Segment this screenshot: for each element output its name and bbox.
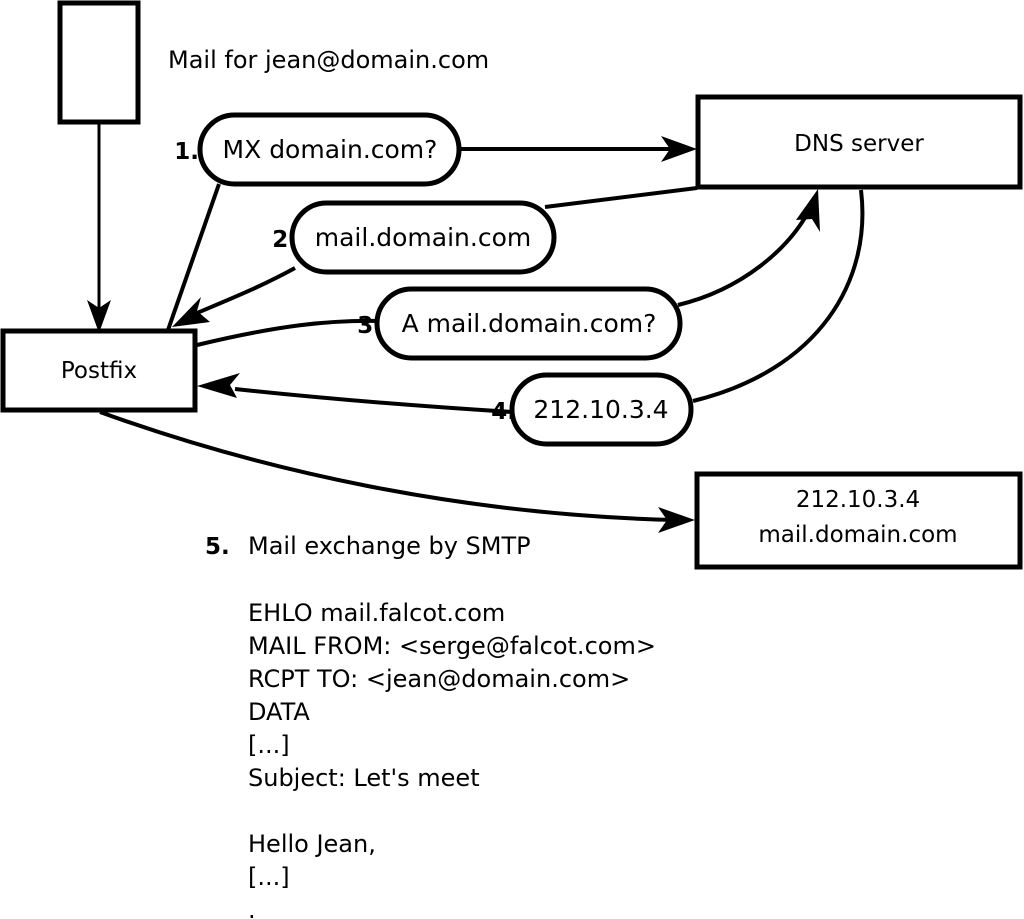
node-target-server-box [694, 471, 1023, 570]
step-1-bubble [197, 112, 462, 187]
smtp-line-8: [...] [248, 863, 290, 891]
node-postfix: Postfix [0, 328, 198, 413]
step-4-label: 212.10.3.4 [533, 395, 668, 424]
edge-step1-to-dns [460, 136, 697, 162]
step-1-label: MX domain.com? [223, 135, 438, 164]
step-4: 4. 212.10.3.4 [491, 372, 694, 447]
smtp-line-1: MAIL FROM: <serge@falcot.com> [248, 632, 656, 660]
step-2: 2. mail.domain.com [272, 200, 557, 275]
smtp-line-0: EHLO mail.falcot.com [248, 599, 505, 627]
node-sender-box [57, 0, 141, 125]
smtp-line-2: RCPT TO: <jean@domain.com> [248, 665, 630, 693]
step-3: 3. A mail.domain.com? [357, 286, 683, 361]
step-2-label: mail.domain.com [315, 223, 531, 252]
smtp-line-4: [...] [248, 731, 290, 759]
edge-step2-to-postfix [172, 266, 296, 327]
edge-postfix-to-target [99, 410, 695, 533]
smtp-line-7: Hello Jean, [248, 830, 376, 858]
node-target-server: 212.10.3.4 mail.domain.com [694, 471, 1023, 570]
step-1: 1. MX domain.com? [174, 112, 462, 187]
edge-dns-to-step2 [544, 186, 698, 209]
step-2-bubble [289, 200, 557, 275]
mail-for-label: Mail for jean@domain.com [168, 46, 489, 74]
node-dns-server-label: DNS server [794, 131, 924, 157]
node-dns-server: DNS server [695, 94, 1023, 190]
edge-postfix-to-step3 [196, 318, 381, 347]
node-target-server-hostname: mail.domain.com [758, 522, 957, 548]
step-3-bubble [374, 286, 683, 361]
step-5-caption: Mail exchange by SMTP [248, 532, 531, 560]
node-dns-server-box [695, 94, 1023, 190]
step-3-label: A mail.domain.com? [402, 309, 657, 338]
smtp-line-3: DATA [248, 698, 310, 726]
step-1-number: 1. [174, 139, 199, 165]
step-5-number: 5. [205, 534, 230, 560]
edge-step4-to-postfix [197, 373, 513, 414]
smtp-line-9: . [248, 896, 256, 919]
edge-step3-to-dns [677, 189, 820, 307]
edge-postfix-to-step1 [166, 183, 221, 331]
node-postfix-label: Postfix [61, 358, 137, 384]
node-target-server-ip: 212.10.3.4 [796, 487, 920, 513]
smtp-line-5: Subject: Let's meet [248, 764, 480, 792]
step-4-bubble [509, 372, 694, 447]
node-postfix-box [0, 328, 198, 413]
edge-sender-to-postfix [87, 124, 111, 333]
edge-dns-to-step4 [692, 189, 865, 403]
